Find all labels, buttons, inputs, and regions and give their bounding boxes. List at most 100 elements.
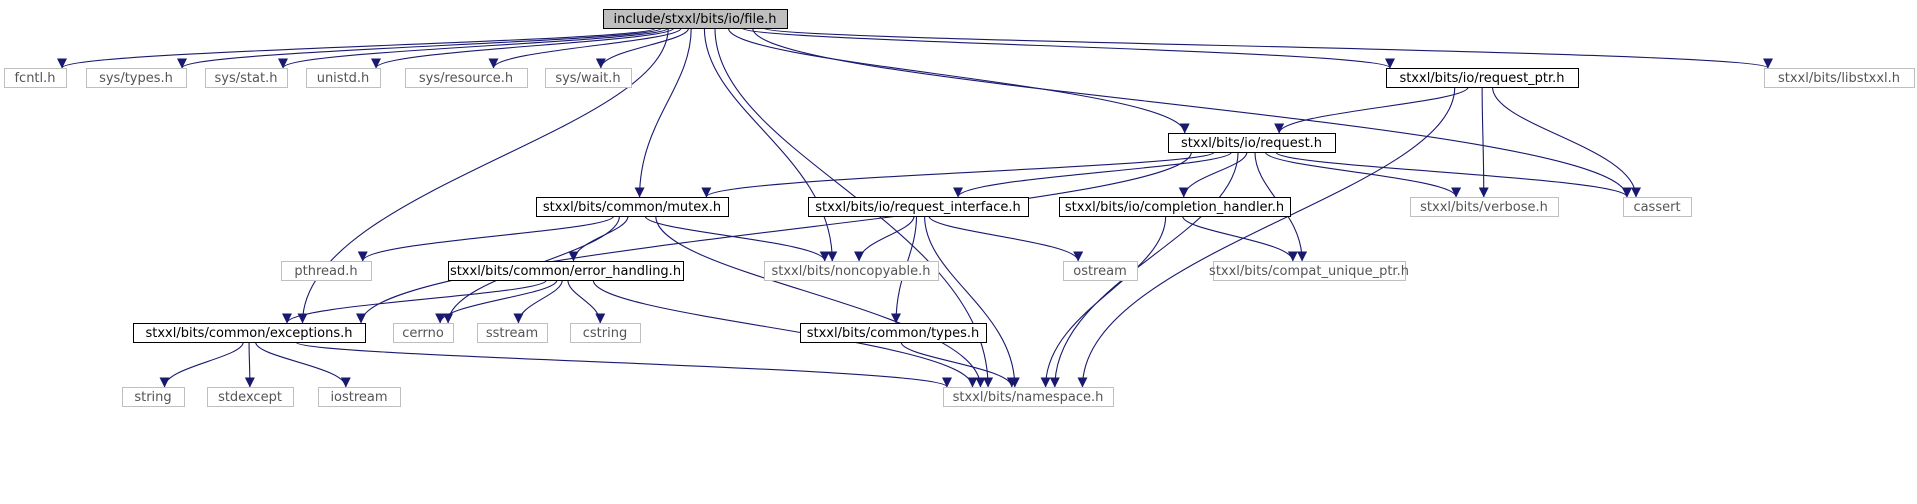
dependency-edge [1049, 151, 1239, 388]
node-box [1764, 68, 1915, 88]
node-box [570, 323, 641, 343]
edge-request_ptr-to-namespace [1077, 86, 1456, 388]
node-exceptions[interactable]: stxxl/bits/common/exceptions.h [133, 323, 366, 343]
edge-file-to-cassert [752, 27, 1632, 198]
edge-error_handling-to-cstring [567, 279, 606, 324]
node-label: stxxl/bits/io/request.h [1181, 136, 1322, 151]
node-label: pthread.h [294, 264, 357, 279]
edge-file-to-request [727, 27, 1190, 134]
node-error_handling[interactable]: stxxl/bits/common/error_handling.h [448, 261, 684, 281]
node-box [318, 387, 401, 407]
dependency-edge [1275, 151, 1632, 198]
node-label: stxxl/bits/common/exceptions.h [145, 326, 352, 341]
edge-request_iface-to-ostream [928, 215, 1084, 262]
node-label: fcntl.h [14, 71, 55, 86]
dependency-edge [57, 27, 656, 69]
node-box [133, 323, 366, 343]
node-label: unistd.h [317, 71, 370, 86]
edge-file-to-fcntl [57, 27, 656, 69]
node-string: string [122, 387, 185, 407]
node-cerrno: cerrno [393, 323, 454, 343]
dependency-edge [567, 279, 606, 324]
node-noncopyable: stxxl/bits/noncopyable.h [764, 261, 939, 281]
node-label: sstream [486, 326, 538, 341]
node-label: include/stxxl/bits/io/file.h [614, 12, 777, 27]
edge-file-to-sysstat [278, 27, 669, 69]
node-label: iostream [330, 390, 387, 405]
dependency-edge [1178, 151, 1248, 198]
node-box [86, 68, 187, 88]
node-label: stxxl/bits/verbose.h [1420, 200, 1548, 215]
dependency-edge [1274, 86, 1469, 134]
node-box [1386, 68, 1579, 88]
node-box [4, 68, 67, 88]
dependency-edge [1264, 151, 1462, 198]
node-box [448, 261, 684, 281]
dependency-edge [488, 27, 682, 69]
edge-request-to-completion [1178, 151, 1248, 198]
dependency-edge [854, 215, 915, 262]
node-label: stxxl/bits/common/types.h [807, 326, 980, 341]
node-ctypes[interactable]: stxxl/bits/common/types.h [800, 323, 987, 343]
node-box [800, 323, 987, 343]
dependency-edge [278, 27, 669, 69]
edge-request_iface-to-namespace [924, 215, 1020, 388]
edge-request_ptr-to-cassert [1491, 86, 1641, 198]
node-label: stxxl/bits/noncopyable.h [771, 264, 930, 279]
dependency-edge [1040, 215, 1167, 388]
dependency-edge [177, 27, 663, 69]
node-pthread: pthread.h [281, 261, 372, 281]
dependency-edge [752, 27, 1632, 198]
node-label: stdexcept [218, 390, 282, 405]
edge-mutex-to-namespace [655, 215, 986, 388]
node-sstream: sstream [477, 323, 548, 343]
node-label: stxxl/bits/namespace.h [953, 390, 1104, 405]
node-box [764, 261, 939, 281]
node-fcntl: fcntl.h [4, 68, 67, 88]
dependency-edge [953, 151, 1233, 198]
node-box [122, 387, 185, 407]
dependency-edge [655, 215, 986, 388]
node-label: stxxl/bits/libstxxl.h [1778, 71, 1900, 86]
node-layer: include/stxxl/bits/io/file.h fcntl.h sys/t… [4, 9, 1915, 407]
node-box [536, 197, 729, 217]
dependency-edge [634, 27, 692, 198]
node-label: sys/resource.h [419, 71, 513, 86]
node-completion[interactable]: stxxl/bits/io/completion_handler.h [1059, 197, 1291, 217]
dependency-edge [763, 27, 1773, 69]
node-mutex[interactable]: stxxl/bits/common/mutex.h [536, 197, 729, 217]
edge-exceptions-to-string [159, 341, 244, 388]
node-file[interactable]: include/stxxl/bits/io/file.h [603, 9, 788, 29]
dependency-edge [900, 341, 1017, 388]
node-label: cassert [1633, 200, 1680, 215]
edge-request-to-exceptions [356, 151, 1192, 324]
node-label: sys/types.h [99, 71, 173, 86]
node-box [393, 323, 454, 343]
node-request_ptr[interactable]: stxxl/bits/io/request_ptr.h [1386, 68, 1579, 88]
edge-file-to-sysresource [488, 27, 682, 69]
edge-error_handling-to-cerrno [435, 279, 558, 324]
dependency-edge [701, 151, 1215, 198]
node-label: string [134, 390, 171, 405]
node-stdexcept: stdexcept [207, 387, 294, 407]
node-box [207, 387, 294, 407]
dependency-edge [371, 27, 675, 69]
edge-request-to-request_iface [953, 151, 1233, 198]
dependency-edge [435, 279, 558, 324]
edge-file-to-mutex [634, 27, 692, 198]
node-request_iface[interactable]: stxxl/bits/io/request_interface.h [808, 197, 1029, 217]
node-label: cerrno [402, 326, 444, 341]
edge-request_ptr-to-request [1274, 86, 1469, 134]
node-label: stxxl/bits/common/mutex.h [543, 200, 721, 215]
node-systypes: sys/types.h [86, 68, 187, 88]
dependency-edge [595, 27, 690, 69]
edge-file-to-syswait [595, 27, 690, 69]
dependency-edge [357, 215, 615, 262]
dependency-edge [1491, 86, 1641, 198]
node-request[interactable]: stxxl/bits/io/request.h [1168, 133, 1336, 153]
dependency-edge [928, 215, 1084, 262]
node-box [405, 68, 528, 88]
node-box [477, 323, 548, 343]
node-label: stxxl/bits/io/completion_handler.h [1065, 200, 1284, 215]
